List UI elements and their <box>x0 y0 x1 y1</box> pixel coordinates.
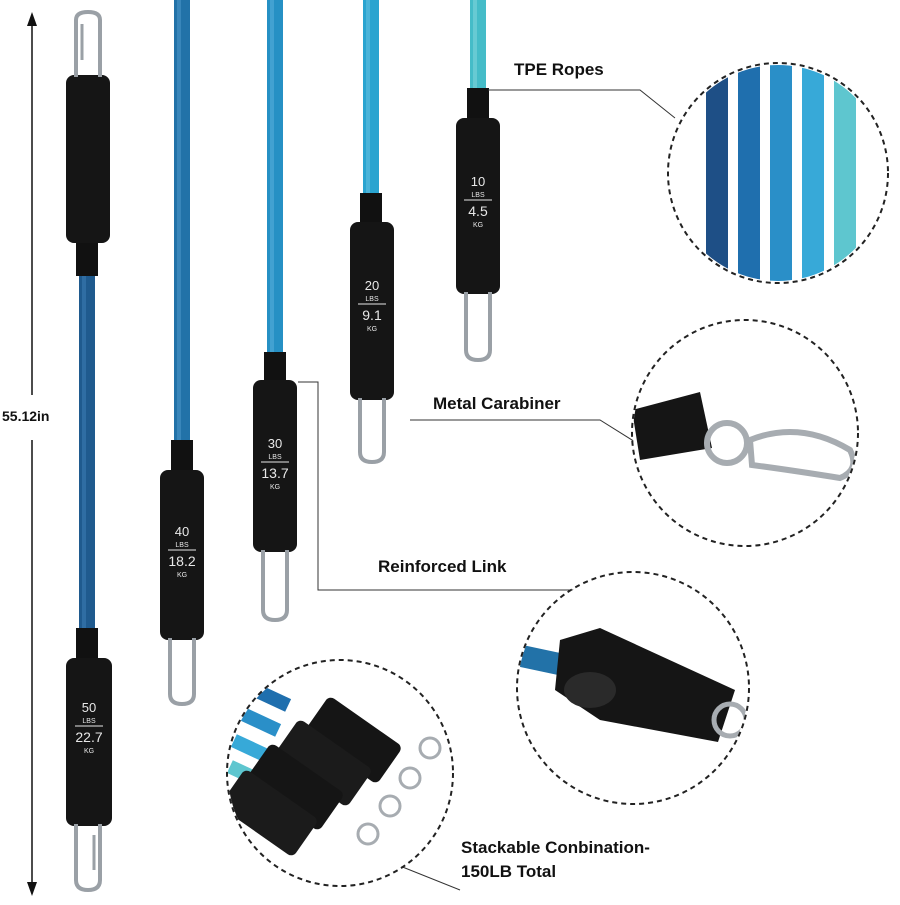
svg-text:KG: KG <box>270 484 280 491</box>
svg-text:LBS: LBS <box>175 542 189 549</box>
callout-tpe-ropes: TPE Ropes <box>514 60 604 79</box>
strap-label-40: 40 LBS 18.2 KG <box>168 524 196 579</box>
carabiner-zoom <box>631 319 859 547</box>
band-50lbs <box>66 9 112 893</box>
svg-text:22.7: 22.7 <box>75 729 102 745</box>
strap-label-10: 10 LBS 4.5 KG <box>464 174 492 229</box>
svg-text:LBS: LBS <box>471 192 485 199</box>
svg-text:50: 50 <box>82 700 96 715</box>
svg-text:LBS: LBS <box>82 718 96 725</box>
callout-reinforced-link: Reinforced Link <box>378 557 507 576</box>
stackable-combination-zoom <box>226 659 454 887</box>
svg-text:4.5: 4.5 <box>468 203 488 219</box>
svg-text:13.7: 13.7 <box>261 465 288 481</box>
svg-text:10: 10 <box>471 174 485 189</box>
svg-text:KG: KG <box>177 572 187 579</box>
svg-text:18.2: 18.2 <box>168 553 195 569</box>
strap-label-50: 50 LBS 22.7 KG <box>75 700 103 755</box>
svg-text:KG: KG <box>367 326 377 333</box>
svg-text:LBS: LBS <box>365 296 379 303</box>
svg-text:40: 40 <box>175 524 189 539</box>
strap-label-30: 30 LBS 13.7 KG <box>261 436 289 491</box>
callout-stackable-line2: 150LB Total <box>461 862 557 881</box>
svg-text:KG: KG <box>473 222 483 229</box>
svg-text:20: 20 <box>365 278 379 293</box>
svg-text:30: 30 <box>268 436 282 451</box>
callout-metal-carabiner: Metal Carabiner <box>433 394 561 413</box>
reinforced-link-zoom <box>516 571 750 805</box>
tpe-ropes-zoom <box>667 62 889 284</box>
band-20lbs <box>350 0 394 465</box>
height-dimension-label: 55.12in <box>2 408 50 424</box>
strap-label-20: 20 LBS 9.1 KG <box>358 278 386 333</box>
band-30lbs <box>253 0 297 623</box>
svg-text:LBS: LBS <box>268 454 282 461</box>
band-40lbs <box>160 0 204 707</box>
band-10lbs <box>456 0 500 363</box>
callout-stackable-line1: Stackable Conbination- <box>461 838 650 857</box>
height-dimension-arrow <box>27 12 37 896</box>
svg-text:9.1: 9.1 <box>362 307 382 323</box>
svg-text:KG: KG <box>84 748 94 755</box>
